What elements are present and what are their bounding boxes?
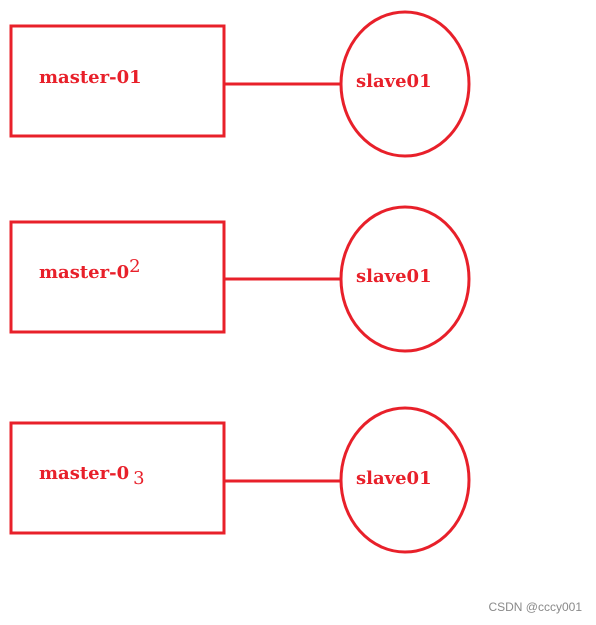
slave-node-1: [339, 10, 471, 158]
master-label-2: master-02: [39, 256, 141, 283]
row-2: master-02 slave01: [9, 205, 471, 353]
slave-label-3: slave01: [356, 468, 432, 489]
slave-node-2: [339, 205, 471, 353]
watermark: CSDN @cccy001: [488, 600, 582, 614]
master-box-1: [9, 24, 226, 138]
master-label-1: master-01: [39, 67, 142, 88]
master-box-3: [9, 421, 226, 535]
slave-label-2: slave01: [356, 266, 432, 287]
master-box-2: [9, 220, 226, 334]
slave-node-3: [339, 406, 471, 554]
row-1: master-01 slave01: [9, 10, 471, 158]
slave-label-1: slave01: [356, 71, 432, 92]
